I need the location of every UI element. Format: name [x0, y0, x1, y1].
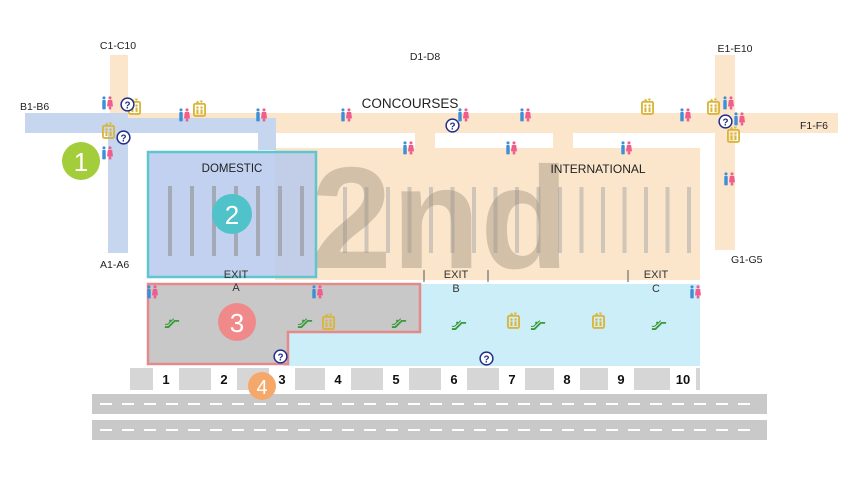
gate-pier: [493, 187, 498, 253]
info-icon[interactable]: [445, 118, 460, 133]
gate-pier: [386, 187, 390, 253]
zone-badge-1[interactable]: 1: [62, 142, 100, 180]
info-icon[interactable]: [120, 97, 135, 112]
gate-door-4[interactable]: 4: [325, 366, 351, 394]
exit-b-letter: B: [452, 283, 459, 295]
info-icon[interactable]: [479, 351, 494, 366]
gate-door-7[interactable]: 7: [499, 366, 525, 394]
concourse-corridors: [110, 55, 838, 280]
road-markings: [100, 403, 750, 431]
gate-doors: 1 2 3 4 5 6 7 8 9 10: [153, 366, 696, 394]
gate-pier: [364, 187, 369, 253]
info-icon[interactable]: [273, 349, 288, 364]
gate-pier: [558, 187, 562, 253]
gate-pier: [536, 187, 541, 253]
gate-door-8[interactable]: 8: [554, 366, 580, 394]
zone-badge-4-number: 4: [256, 377, 267, 399]
zone-label-international: INTERNATIONAL: [550, 162, 645, 176]
gate-pier: [622, 187, 627, 253]
concourse-label-a1-a6[interactable]: A1-A6: [100, 259, 129, 271]
zone-3-area: [146, 282, 422, 366]
zone-badge-3-number: 3: [230, 308, 244, 338]
gate-pier: [407, 187, 412, 253]
exit-c[interactable]: EXIT C: [627, 269, 669, 295]
gate-pier: [429, 187, 433, 253]
floor-label: 2nd: [311, 137, 569, 299]
gate-pier: [343, 187, 347, 253]
gate-pier: [450, 187, 455, 253]
exit-a-letter: A: [232, 282, 240, 294]
zone-badge-2-number: 2: [225, 200, 239, 230]
gate-door-1[interactable]: 1: [153, 366, 179, 394]
gate-pier: [190, 186, 194, 256]
zone-badge-4[interactable]: 4: [248, 372, 276, 400]
exit-c-label: EXIT: [644, 269, 669, 281]
gate-door-2[interactable]: 2: [211, 366, 237, 394]
gate-pier: [644, 187, 648, 253]
exit-b-label: EXIT: [444, 269, 469, 281]
gate-door-number: 8: [563, 372, 570, 387]
exit-c-letter: C: [652, 283, 660, 295]
gate-door-number: 1: [162, 372, 169, 387]
gate-pier: [687, 187, 691, 253]
concourse-title: CONCOURSES: [362, 96, 459, 111]
gate-door-number: 3: [278, 372, 285, 387]
concourse-label-e1-e10[interactable]: E1-E10: [717, 43, 752, 55]
gate-pier: [472, 187, 476, 253]
concourse-label-f1-f6[interactable]: F1-F6: [800, 120, 828, 132]
gate-pier: [515, 187, 519, 253]
international-gate-piers: [343, 187, 691, 253]
gate-door-6[interactable]: 6: [441, 366, 467, 394]
gate-pier: [278, 186, 282, 256]
gate-pier: [665, 187, 670, 253]
gate-door-number: 2: [220, 372, 227, 387]
concourse-label-g1-g5[interactable]: G1-G5: [731, 254, 763, 266]
info-icon[interactable]: [116, 130, 131, 145]
concourse-label-d1-d8[interactable]: D1-D8: [410, 51, 441, 63]
concourse-label-c1-c10[interactable]: C1-C10: [100, 40, 136, 52]
gate-door-5[interactable]: 5: [383, 366, 409, 394]
gate-door-number: 9: [617, 372, 624, 387]
gate-pier: [256, 186, 260, 256]
gate-pier: [579, 187, 584, 253]
zone-label-domestic: DOMESTIC: [202, 163, 263, 175]
gate-door-10[interactable]: 10: [670, 366, 696, 394]
exit-a[interactable]: EXIT A: [224, 269, 249, 294]
domestic-corridors: [25, 113, 276, 253]
zone-badge-1-number: 1: [74, 147, 88, 177]
gate-pier: [300, 186, 304, 256]
info-icon[interactable]: [718, 114, 733, 129]
zone-badge-3[interactable]: 3: [218, 303, 256, 341]
gate-door-9[interactable]: 9: [608, 366, 634, 394]
zone-badge-2[interactable]: 2: [212, 194, 252, 234]
elevator-icon: [641, 98, 654, 115]
gate-pier: [601, 187, 605, 253]
exit-b[interactable]: EXIT B: [423, 269, 489, 295]
gate-door-number: 4: [334, 372, 342, 387]
exit-a-label: EXIT: [224, 269, 249, 281]
road-lower-lane: [92, 420, 767, 440]
gate-door-number: 6: [450, 372, 457, 387]
gate-pier: [168, 186, 172, 256]
concourse-label-b1-b6[interactable]: B1-B6: [20, 101, 49, 113]
gate-door-number: 7: [508, 372, 515, 387]
gate-door-number: 5: [392, 372, 399, 387]
gate-door-number: 10: [676, 372, 690, 387]
